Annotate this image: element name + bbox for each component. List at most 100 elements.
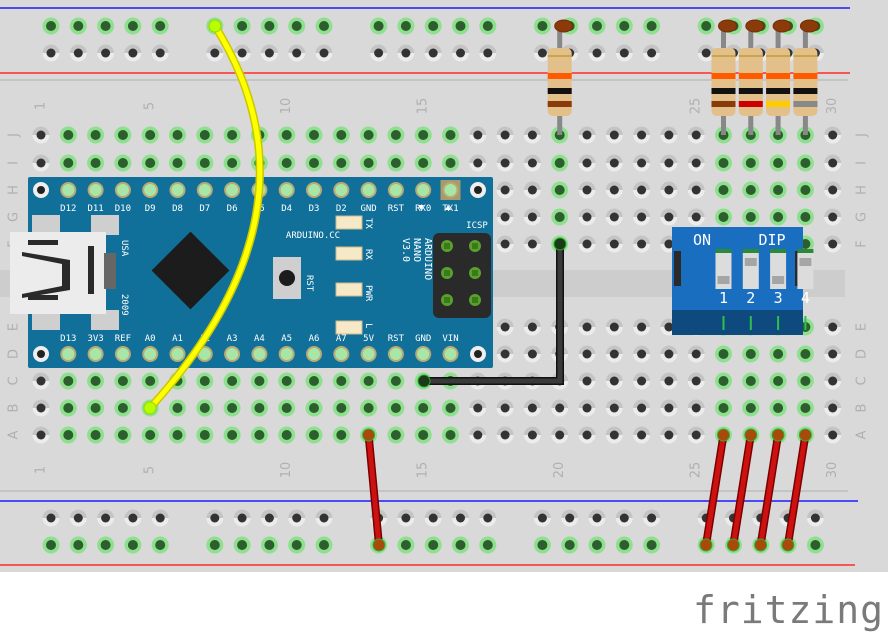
breadboard-hole[interactable] [605, 399, 623, 417]
breadboard-hole[interactable] [687, 126, 705, 144]
breadboard-hole[interactable] [360, 154, 378, 172]
resistor[interactable] [793, 19, 819, 135]
rail-hole-bottom-negative[interactable] [561, 509, 579, 527]
breadboard-hole[interactable] [32, 426, 50, 444]
breadboard-hole[interactable] [796, 372, 814, 390]
rail-hole-top-negative[interactable] [452, 17, 469, 35]
rail-hole-bottom-negative[interactable] [206, 509, 224, 527]
rail-hole-top-positive[interactable] [288, 44, 306, 62]
wire-end[interactable] [754, 538, 768, 552]
breadboard-hole[interactable] [660, 126, 678, 144]
breadboard-hole[interactable] [687, 154, 705, 172]
rail-hole-top-positive[interactable] [260, 44, 278, 62]
rail-hole-top-positive[interactable] [97, 44, 115, 62]
rail-hole-bottom-positive[interactable] [397, 536, 415, 554]
breadboard-hole[interactable] [523, 426, 541, 444]
rail-hole-bottom-positive[interactable] [124, 536, 142, 554]
rail-hole-bottom-positive[interactable] [315, 536, 333, 554]
breadboard-hole[interactable] [687, 426, 705, 444]
breadboard-hole[interactable] [578, 126, 596, 144]
breadboard-hole[interactable] [169, 154, 186, 172]
breadboard-hole[interactable] [633, 318, 651, 336]
rail-hole-top-negative[interactable] [479, 17, 497, 35]
breadboard-hole[interactable] [332, 372, 350, 390]
breadboard-hole[interactable] [551, 154, 569, 172]
breadboard-hole[interactable] [360, 399, 378, 417]
breadboard-hole[interactable] [742, 208, 760, 226]
breadboard-hole[interactable] [387, 372, 405, 390]
breadboard-hole[interactable] [742, 399, 760, 417]
breadboard-hole[interactable] [633, 126, 651, 144]
breadboard-hole[interactable] [196, 399, 214, 417]
breadboard-hole[interactable] [87, 126, 105, 144]
wire-end[interactable] [781, 538, 795, 552]
breadboard-hole[interactable] [687, 345, 705, 363]
breadboard-hole[interactable] [250, 426, 268, 444]
breadboard-hole[interactable] [824, 372, 842, 390]
rail-hole-top-negative[interactable] [124, 17, 142, 35]
breadboard-hole[interactable] [796, 154, 814, 172]
breadboard-hole[interactable] [250, 399, 268, 417]
breadboard-hole[interactable] [414, 126, 432, 144]
breadboard-hole[interactable] [196, 426, 214, 444]
rail-hole-top-positive[interactable] [233, 44, 251, 62]
breadboard-hole[interactable] [332, 154, 350, 172]
rail-hole-bottom-negative[interactable] [42, 509, 60, 527]
breadboard-hole[interactable] [496, 154, 514, 172]
breadboard-hole[interactable] [59, 372, 77, 390]
breadboard-hole[interactable] [414, 154, 432, 172]
rail-hole-top-positive[interactable] [479, 44, 497, 62]
resistor[interactable] [766, 19, 792, 135]
rail-hole-top-positive[interactable] [397, 44, 415, 62]
breadboard-hole[interactable] [360, 126, 378, 144]
rail-hole-bottom-negative[interactable] [806, 509, 824, 527]
arduino-nano[interactable]: USA2009RSTARDUINO.CCTXRXPWRLARDUINONANOV… [10, 177, 493, 368]
rail-hole-bottom-positive[interactable] [615, 536, 633, 554]
breadboard-hole[interactable] [660, 372, 678, 390]
breadboard-hole[interactable] [278, 399, 296, 417]
rail-hole-top-negative[interactable] [697, 17, 715, 35]
breadboard-hole[interactable] [605, 208, 623, 226]
rail-hole-top-negative[interactable] [315, 17, 333, 35]
rail-hole-top-positive[interactable] [206, 44, 224, 62]
breadboard-hole[interactable] [605, 126, 623, 144]
breadboard-hole[interactable] [442, 399, 459, 417]
breadboard-hole[interactable] [605, 235, 623, 253]
rail-hole-bottom-negative[interactable] [315, 509, 333, 527]
black-wire[interactable] [420, 240, 564, 385]
breadboard-hole[interactable] [769, 154, 787, 172]
rail-hole-top-positive[interactable] [615, 44, 633, 62]
breadboard-hole[interactable] [824, 345, 842, 363]
breadboard-hole[interactable] [442, 126, 459, 144]
breadboard-hole[interactable] [769, 372, 787, 390]
breadboard-hole[interactable] [87, 372, 105, 390]
breadboard-hole[interactable] [141, 426, 159, 444]
breadboard-hole[interactable] [824, 235, 842, 253]
breadboard-hole[interactable] [796, 181, 814, 199]
rail-hole-bottom-negative[interactable] [151, 509, 169, 527]
breadboard-hole[interactable] [633, 208, 651, 226]
rail-hole-bottom-positive[interactable] [452, 536, 469, 554]
rail-hole-top-positive[interactable] [697, 44, 715, 62]
breadboard-hole[interactable] [305, 126, 323, 144]
rail-hole-bottom-negative[interactable] [124, 509, 142, 527]
breadboard-hole[interactable] [469, 154, 487, 172]
rail-hole-bottom-positive[interactable] [806, 536, 824, 554]
breadboard-hole[interactable] [633, 399, 651, 417]
breadboard-hole[interactable] [523, 208, 541, 226]
rail-hole-top-negative[interactable] [424, 17, 442, 35]
breadboard-hole[interactable] [824, 181, 842, 199]
rail-hole-top-negative[interactable] [233, 17, 251, 35]
breadboard-hole[interactable] [32, 126, 50, 144]
breadboard-hole[interactable] [523, 399, 541, 417]
breadboard-hole[interactable] [114, 372, 132, 390]
breadboard-hole[interactable] [796, 208, 814, 226]
rail-hole-top-negative[interactable] [42, 17, 60, 35]
rail-hole-top-negative[interactable] [69, 17, 87, 35]
breadboard-hole[interactable] [414, 399, 432, 417]
rail-hole-bottom-negative[interactable] [233, 509, 251, 527]
rail-hole-top-positive[interactable] [42, 44, 60, 62]
breadboard-hole[interactable] [715, 372, 732, 390]
rail-hole-top-negative[interactable] [151, 17, 169, 35]
